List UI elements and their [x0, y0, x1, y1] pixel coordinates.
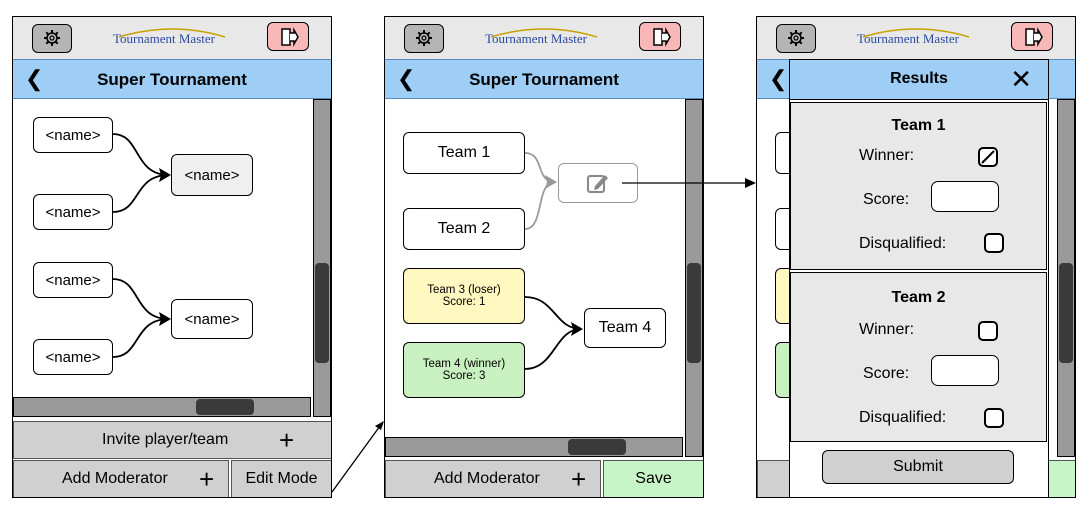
- team2-winner-label: Winner:: [859, 321, 915, 338]
- add-moderator-label: Add Moderator: [434, 470, 540, 487]
- add-moderator-label: Add Moderator: [62, 470, 168, 487]
- dialog-header: Results ✕: [790, 60, 1048, 100]
- horizontal-scrollbar[interactable]: [13, 397, 311, 417]
- vertical-scrollbar-thumb[interactable]: [315, 263, 329, 363]
- close-icon[interactable]: ✕: [1010, 64, 1032, 94]
- invite-label: Invite player/team: [102, 431, 229, 448]
- team1-dq-checkbox[interactable]: [984, 233, 1004, 253]
- edit-result-button[interactable]: [558, 163, 638, 203]
- screen-edit-mode: Tournament Master ❮ Super Tournament Tea…: [384, 16, 704, 498]
- match2-team4[interactable]: Team 4 (winner) Score: 3: [403, 342, 525, 398]
- team1-name: Team 1: [891, 117, 946, 134]
- add-moderator-button[interactable]: Add Moderator +: [13, 460, 229, 497]
- exit-icon: [281, 27, 299, 47]
- save-button[interactable]: Save: [603, 460, 703, 497]
- exit-button[interactable]: [267, 22, 309, 51]
- app-header: Tournament Master: [757, 17, 1075, 59]
- vertical-scrollbar[interactable]: [1057, 99, 1075, 457]
- page-title: Super Tournament: [469, 70, 619, 89]
- exit-icon: [1025, 27, 1043, 47]
- save-label: Save: [635, 470, 672, 487]
- vertical-scrollbar-thumb[interactable]: [1059, 263, 1073, 363]
- team1-dq-label: Disqualified:: [859, 235, 947, 252]
- plus-icon: +: [279, 425, 295, 455]
- bracket2-winner[interactable]: <name>: [171, 299, 253, 339]
- team2-winner-checkbox[interactable]: [978, 321, 998, 341]
- horizontal-scrollbar[interactable]: [385, 437, 683, 457]
- edit-mode-label: Edit Mode: [245, 470, 318, 487]
- bracket1-winner[interactable]: <name>: [171, 154, 253, 196]
- back-icon[interactable]: ❮: [25, 66, 44, 91]
- edit-mode-button[interactable]: Edit Mode: [231, 460, 331, 497]
- back-icon[interactable]: ❮: [397, 66, 416, 91]
- screen-results-dialog: Tournament Master ❮ Results ✕ Team 1 Win…: [756, 16, 1076, 498]
- screen-bracket-view: Tournament Master ❮ Super Tournament <na…: [12, 16, 332, 498]
- logo-text: Tournament Master: [485, 31, 587, 46]
- team2-dq-checkbox[interactable]: [984, 408, 1004, 428]
- vertical-scrollbar-thumb[interactable]: [687, 263, 701, 363]
- exit-icon: [653, 27, 671, 47]
- settings-button[interactable]: [32, 24, 72, 53]
- match2-team3[interactable]: Team 3 (loser) Score: 1: [403, 268, 525, 324]
- team2-score-input[interactable]: [931, 355, 999, 386]
- page-title: Super Tournament: [97, 70, 247, 89]
- team3-label: Team 3 (loser): [427, 284, 501, 296]
- bracket2-slot1[interactable]: <name>: [33, 262, 113, 298]
- plus-icon: +: [571, 464, 587, 494]
- app-header: Tournament Master: [13, 17, 331, 59]
- team2-name: Team 2: [891, 289, 946, 306]
- team1-result-panel: Team 1 Winner: Score: Disqualified:: [790, 102, 1047, 270]
- vertical-scrollbar[interactable]: [685, 99, 703, 457]
- bracket1-slot1[interactable]: <name>: [33, 117, 113, 153]
- bracket1-slot2[interactable]: <name>: [33, 194, 113, 230]
- horizontal-scrollbar-thumb[interactable]: [568, 439, 626, 455]
- vertical-scrollbar[interactable]: [313, 99, 331, 417]
- logo-text: Tournament Master: [857, 31, 959, 46]
- add-moderator-button[interactable]: Add Moderator +: [385, 460, 601, 497]
- team1-score-label: Score:: [863, 191, 910, 208]
- team1-score-input[interactable]: [931, 181, 999, 212]
- team1-winner-checkbox[interactable]: [978, 147, 998, 167]
- bracket2-slot2[interactable]: <name>: [33, 339, 113, 375]
- team2-score-label: Score:: [863, 365, 910, 382]
- edit-icon: [587, 175, 608, 193]
- match2-winner[interactable]: Team 4: [584, 308, 666, 348]
- exit-button[interactable]: [639, 22, 681, 51]
- match1-team1[interactable]: Team 1: [403, 132, 525, 174]
- title-bar: ❮ Super Tournament: [13, 59, 331, 99]
- app-logo: Tournament Master: [485, 28, 615, 47]
- plus-icon: +: [199, 464, 215, 494]
- submit-button[interactable]: Submit: [822, 450, 1014, 484]
- team4-label: Team 4 (winner): [422, 358, 506, 370]
- team2-dq-label: Disqualified:: [859, 409, 947, 426]
- submit-label: Submit: [893, 458, 943, 475]
- exit-button[interactable]: [1011, 22, 1053, 51]
- app-logo: Tournament Master: [857, 28, 987, 47]
- team2-result-panel: Team 2 Winner: Score: Disqualified:: [790, 272, 1047, 442]
- horizontal-scrollbar-thumb[interactable]: [196, 399, 254, 415]
- back-icon[interactable]: ❮: [769, 66, 788, 91]
- team4-score: Score: 3: [442, 370, 486, 382]
- check-icon: [981, 150, 995, 164]
- app-logo: Tournament Master: [113, 28, 243, 47]
- invite-button[interactable]: Invite player/team +: [13, 421, 331, 459]
- match1-team2[interactable]: Team 2: [403, 208, 525, 250]
- bracket-connectors: [524, 152, 583, 370]
- team1-winner-label: Winner:: [859, 147, 915, 164]
- gear-icon: [416, 30, 432, 46]
- settings-button[interactable]: [776, 24, 816, 53]
- bracket-connectors: [112, 133, 171, 358]
- results-dialog: Results ✕ Team 1 Winner: Score: Disquali…: [789, 59, 1049, 497]
- app-header: Tournament Master: [385, 17, 703, 59]
- dialog-title: Results: [890, 70, 948, 87]
- title-bar: ❮ Super Tournament: [385, 59, 703, 99]
- settings-button[interactable]: [404, 24, 444, 53]
- team3-score: Score: 1: [442, 296, 486, 308]
- logo-text: Tournament Master: [113, 31, 215, 46]
- gear-icon: [788, 30, 804, 46]
- gear-icon: [44, 30, 60, 46]
